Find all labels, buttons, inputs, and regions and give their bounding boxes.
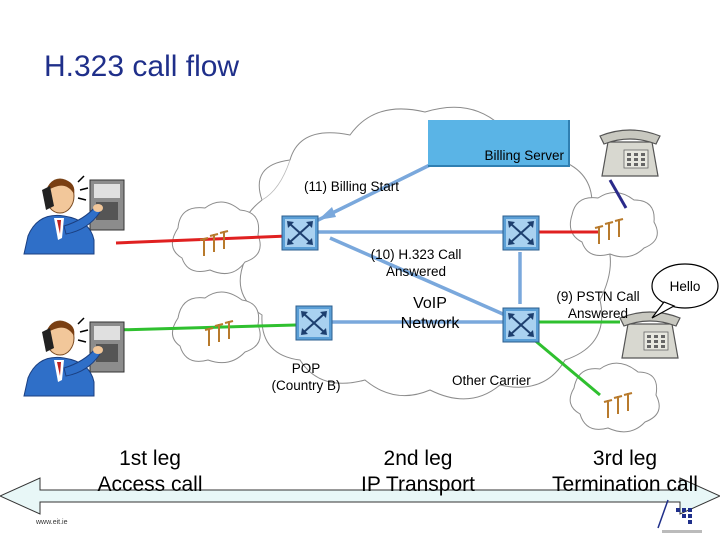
access-link-bottom: [115, 323, 297, 332]
billing-server-box: Billing Server: [428, 120, 570, 167]
pstn-line2: Answered: [567, 306, 629, 321]
first-leg-label: 1st leg Access call: [72, 446, 228, 498]
hello-label: Hello: [669, 279, 701, 294]
router-icon: [502, 215, 540, 251]
pop-label: POP (Country B): [258, 360, 354, 394]
router-icon: [295, 305, 333, 341]
second-leg-line2: IP Transport: [360, 473, 475, 496]
logo-icon: [657, 499, 702, 533]
voip-line1: VoIP: [413, 295, 447, 312]
phone-link-top: [608, 179, 628, 209]
pstn-line1: (9) PSTN Call: [556, 289, 640, 304]
other-carrier-label: Other Carrier: [452, 373, 531, 388]
first-leg-line2: Access call: [97, 473, 203, 496]
pstn-answered-label: (9) PSTN Call Answered: [544, 288, 652, 322]
slide-title: H.323 call flow: [44, 50, 240, 83]
third-leg-line1: 3rd leg: [592, 447, 658, 470]
pop-line1: POP: [291, 361, 321, 376]
call-answered-line2: Answered: [385, 264, 447, 279]
person-on-phone-icon: [23, 317, 125, 397]
call-answered-label: (10) H.323 Call Answered: [364, 246, 468, 280]
call-answered-line1: (10) H.323 Call: [370, 247, 462, 262]
billing-server-label: Billing Server: [484, 148, 564, 163]
second-leg-label: 2nd leg IP Transport: [338, 446, 498, 498]
voip-link-diagonal: [329, 236, 513, 320]
router-icon: [502, 307, 540, 343]
carrier-cloud-top: [569, 192, 658, 258]
second-leg-line1: 2nd leg: [383, 447, 453, 470]
legs-double-arrow: [0, 477, 720, 515]
voip-line2: Network: [400, 315, 460, 332]
hello-bubble-tail: [651, 301, 676, 319]
first-leg-line1: 1st leg: [119, 447, 181, 470]
billing-arrowhead: [318, 207, 336, 220]
person-on-phone-icon: [23, 175, 125, 255]
hello-bubble: [651, 263, 719, 309]
billing-start-label: (11) Billing Start: [304, 179, 400, 194]
termination-link-carrier: [531, 336, 601, 397]
desk-phone-icon: [599, 129, 661, 177]
third-leg-label: 3rd leg Termination call: [532, 446, 718, 498]
pop-line2: (Country B): [271, 378, 341, 393]
voip-network-label: VoIP Network: [380, 294, 480, 334]
router-icon: [281, 215, 319, 251]
footer-url: www.eit.ie: [36, 519, 68, 526]
third-leg-line2: Termination call: [552, 473, 698, 496]
